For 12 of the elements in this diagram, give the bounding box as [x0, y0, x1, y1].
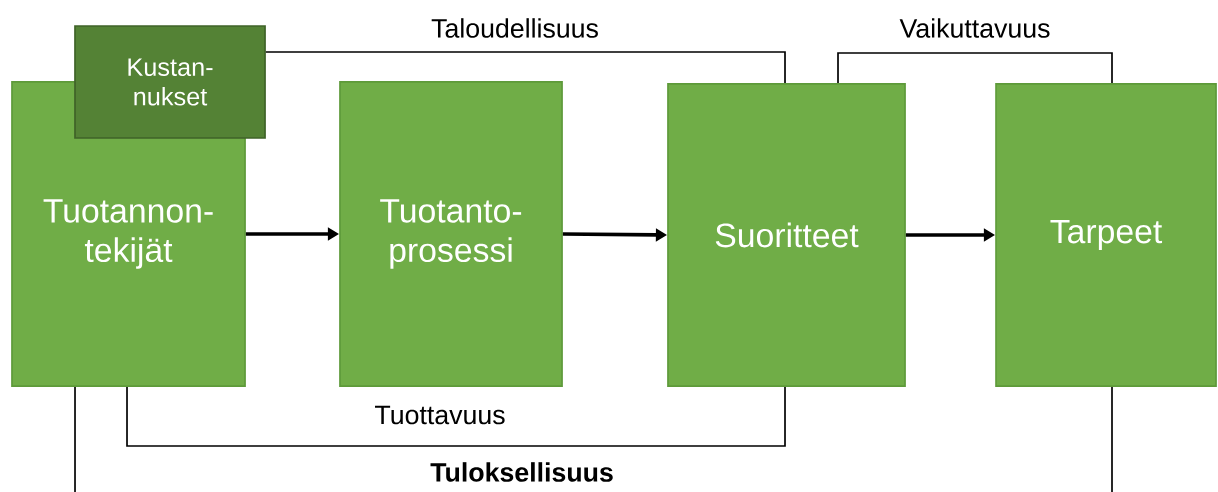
- process-box: Tarpeet: [995, 83, 1217, 387]
- edge-label: Vaikuttavuus: [898, 16, 1052, 40]
- edge-label: Taloudellisuus: [429, 16, 601, 40]
- cost-box: Kustan-nukset: [74, 25, 266, 139]
- connector-line: [74, 386, 1113, 492]
- process-box: Suoritteet: [667, 83, 906, 387]
- connector-line: [265, 51, 786, 84]
- edge-label: Tuloksellisuus: [428, 460, 616, 484]
- edge-label: Tuottavuus: [373, 404, 507, 426]
- process-box: Tuotanto-prosessi: [339, 81, 563, 387]
- connector-line: [837, 52, 1113, 84]
- connector-line: [126, 386, 786, 447]
